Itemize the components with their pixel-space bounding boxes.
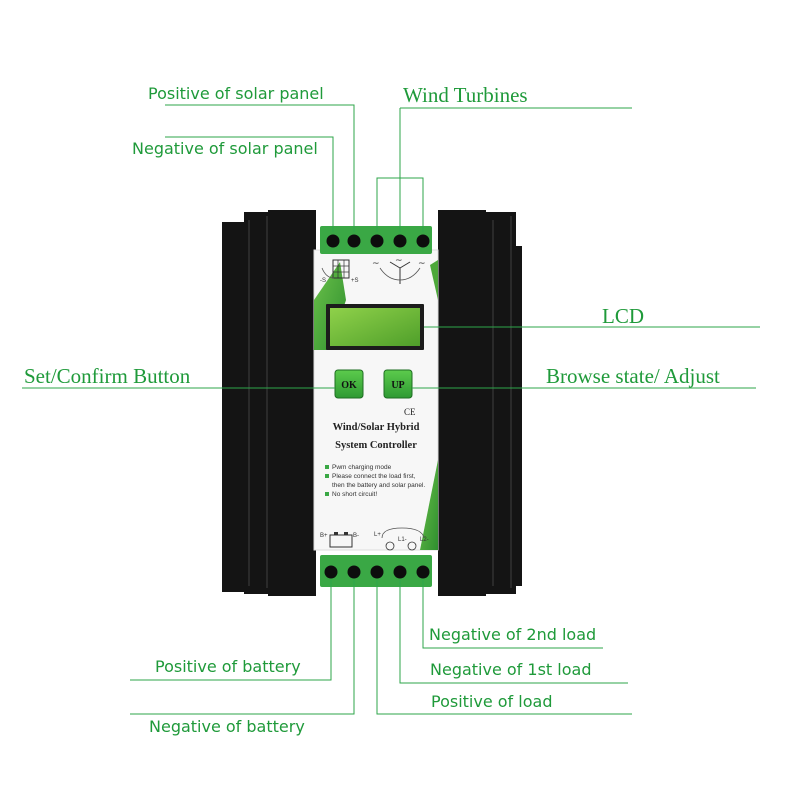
- battery-neg-mark: B-: [353, 533, 359, 539]
- solar-neg-mark: -S: [320, 278, 326, 284]
- up-button[interactable]: UP: [383, 369, 413, 399]
- ok-button-label: OK: [341, 380, 357, 391]
- lcd-screen: [326, 304, 424, 350]
- bottom-terminal-block: [320, 555, 432, 587]
- note-3: then the battery and solar panel.: [332, 482, 425, 489]
- label-negative-solar: Negative of solar panel: [132, 139, 318, 158]
- leader-lines: [22, 104, 760, 715]
- label-negative-2nd-load: Negative of 2nd load: [429, 625, 596, 644]
- panel-notes: Pwm charging mode Please connect the loa…: [325, 464, 425, 498]
- heatsink-left: [222, 210, 316, 596]
- wind-turbine-icon: [379, 261, 421, 284]
- label-wind-turbines: Wind Turbines: [403, 83, 528, 107]
- bottom-terminal-screws: [324, 565, 430, 579]
- wind-ac-mark-3: ~: [418, 259, 426, 269]
- ce-mark: CE: [404, 407, 416, 417]
- solar-panel-icon: [321, 259, 350, 279]
- note-2: Please connect the load first,: [332, 473, 416, 480]
- heatsink-right: [438, 210, 522, 596]
- label-positive-load: Positive of load: [431, 692, 552, 711]
- ok-button[interactable]: OK: [334, 369, 364, 399]
- note-4: No short circuit!: [332, 491, 377, 498]
- top-terminal-screws: [326, 234, 430, 248]
- label-negative-battery: Negative of battery: [149, 717, 305, 736]
- solar-pos-mark: +S: [351, 278, 359, 284]
- battery-pos-mark: B+: [320, 533, 328, 539]
- load-2-mark: L2-: [420, 537, 429, 543]
- wind-ac-mark-1: ~: [372, 259, 380, 269]
- label-set-confirm: Set/Confirm Button: [24, 364, 191, 388]
- panel-accent-right: [420, 460, 438, 550]
- front-panel: [313, 249, 439, 551]
- battery-icon: [329, 532, 353, 548]
- up-button-label: UP: [391, 380, 404, 391]
- label-positive-solar: Positive of solar panel: [148, 84, 324, 103]
- label-negative-1st-load: Negative of 1st load: [430, 660, 591, 679]
- label-lcd: LCD: [602, 304, 644, 328]
- label-browse-adjust: Browse state/ Adjust: [546, 364, 720, 388]
- top-terminal-block: [320, 226, 432, 254]
- load-icon: [381, 527, 425, 551]
- wind-ac-mark-2: ~: [395, 256, 403, 266]
- note-1: Pwm charging mode: [332, 464, 392, 471]
- panel-title-line2: System Controller: [335, 440, 417, 451]
- load-pos-mark: L+: [374, 532, 381, 538]
- load-1-mark: L1-: [398, 537, 407, 543]
- panel-title-line1: Wind/Solar Hybrid: [333, 422, 420, 433]
- label-positive-battery: Positive of battery: [155, 657, 301, 676]
